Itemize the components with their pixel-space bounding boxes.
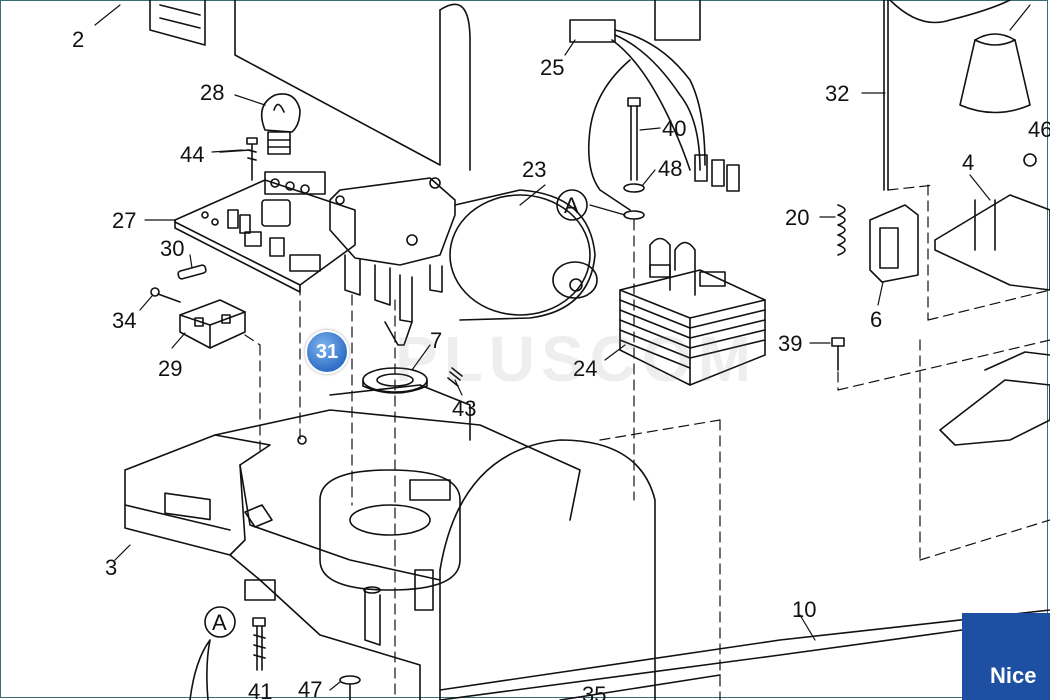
part-label-48: 48: [658, 156, 682, 181]
part-label-7: 7: [430, 328, 442, 353]
connector-a-upper-circle: [556, 189, 588, 221]
part-label-35: 35: [582, 682, 606, 700]
part-label-25: 25: [540, 55, 564, 80]
part-label-20: 20: [785, 205, 809, 230]
part-label-24: 24: [573, 356, 597, 381]
part-number-labels: 2 28 44 27 30 34 29 3 23 25 40 48 24 7 4…: [72, 27, 1050, 700]
part-label-39: 39: [778, 331, 802, 356]
housing-4: [934, 194, 1050, 291]
screw-part: [219, 137, 258, 181]
part-label-27: 27: [112, 208, 136, 233]
screw-34: [150, 287, 181, 303]
spring-43: [447, 367, 463, 387]
part-label-6: 6: [870, 307, 882, 332]
bulb-part: [260, 93, 301, 155]
screw-39: [831, 337, 845, 371]
part-label-40: 40: [662, 116, 686, 141]
part-label-10: 10: [792, 597, 816, 622]
control-board: [174, 171, 356, 293]
guide-lines: [244, 184, 1050, 700]
part-label-2: 2: [72, 27, 84, 52]
fuse-part: [177, 264, 207, 280]
bar-10: [439, 609, 1050, 691]
connector-a-lower: A: [212, 610, 227, 635]
part-label-28: 28: [200, 80, 224, 105]
part-label-23: 23: [522, 157, 546, 182]
part-label-4: 4: [962, 150, 974, 175]
nut-46: [1023, 153, 1037, 167]
part-label-34: 34: [112, 308, 136, 333]
part-label-46: 46: [1028, 117, 1050, 142]
cable-a-lower: [189, 639, 211, 700]
base-housing: [124, 384, 656, 700]
part-label-44: 44: [180, 142, 204, 167]
pillar: [654, 0, 701, 41]
part-label-29: 29: [158, 356, 182, 381]
cover-panel: [149, 0, 471, 171]
gear-motor: [329, 177, 598, 346]
part-label-43: 43: [452, 396, 476, 421]
highlight-marker[interactable]: 31: [305, 330, 349, 374]
cone-part: [959, 33, 1031, 114]
leader-lines: [94, 4, 1031, 691]
part-label-30: 30: [160, 236, 184, 261]
brand-logo: Nice: [962, 613, 1050, 700]
cover-clip: [939, 379, 1050, 446]
washer-47: [339, 675, 361, 685]
spring-part: [837, 204, 846, 256]
part-label-3: 3: [105, 555, 117, 580]
cable-top: [889, 0, 1011, 24]
terminal-block: [179, 299, 246, 349]
connector-a-upper: A: [564, 193, 579, 218]
part-label-32: 32: [825, 81, 849, 106]
wire-harness: [569, 19, 740, 211]
transformer: [619, 237, 766, 386]
watermark: PLUSCOM: [395, 323, 757, 395]
screw-41: [252, 617, 266, 671]
part-label-41: 41: [248, 679, 272, 700]
bracket-part: [869, 204, 919, 283]
connector-a-lower-circle: [204, 606, 236, 638]
bolt-part: [623, 97, 645, 220]
part-label-47: 47: [298, 677, 322, 700]
